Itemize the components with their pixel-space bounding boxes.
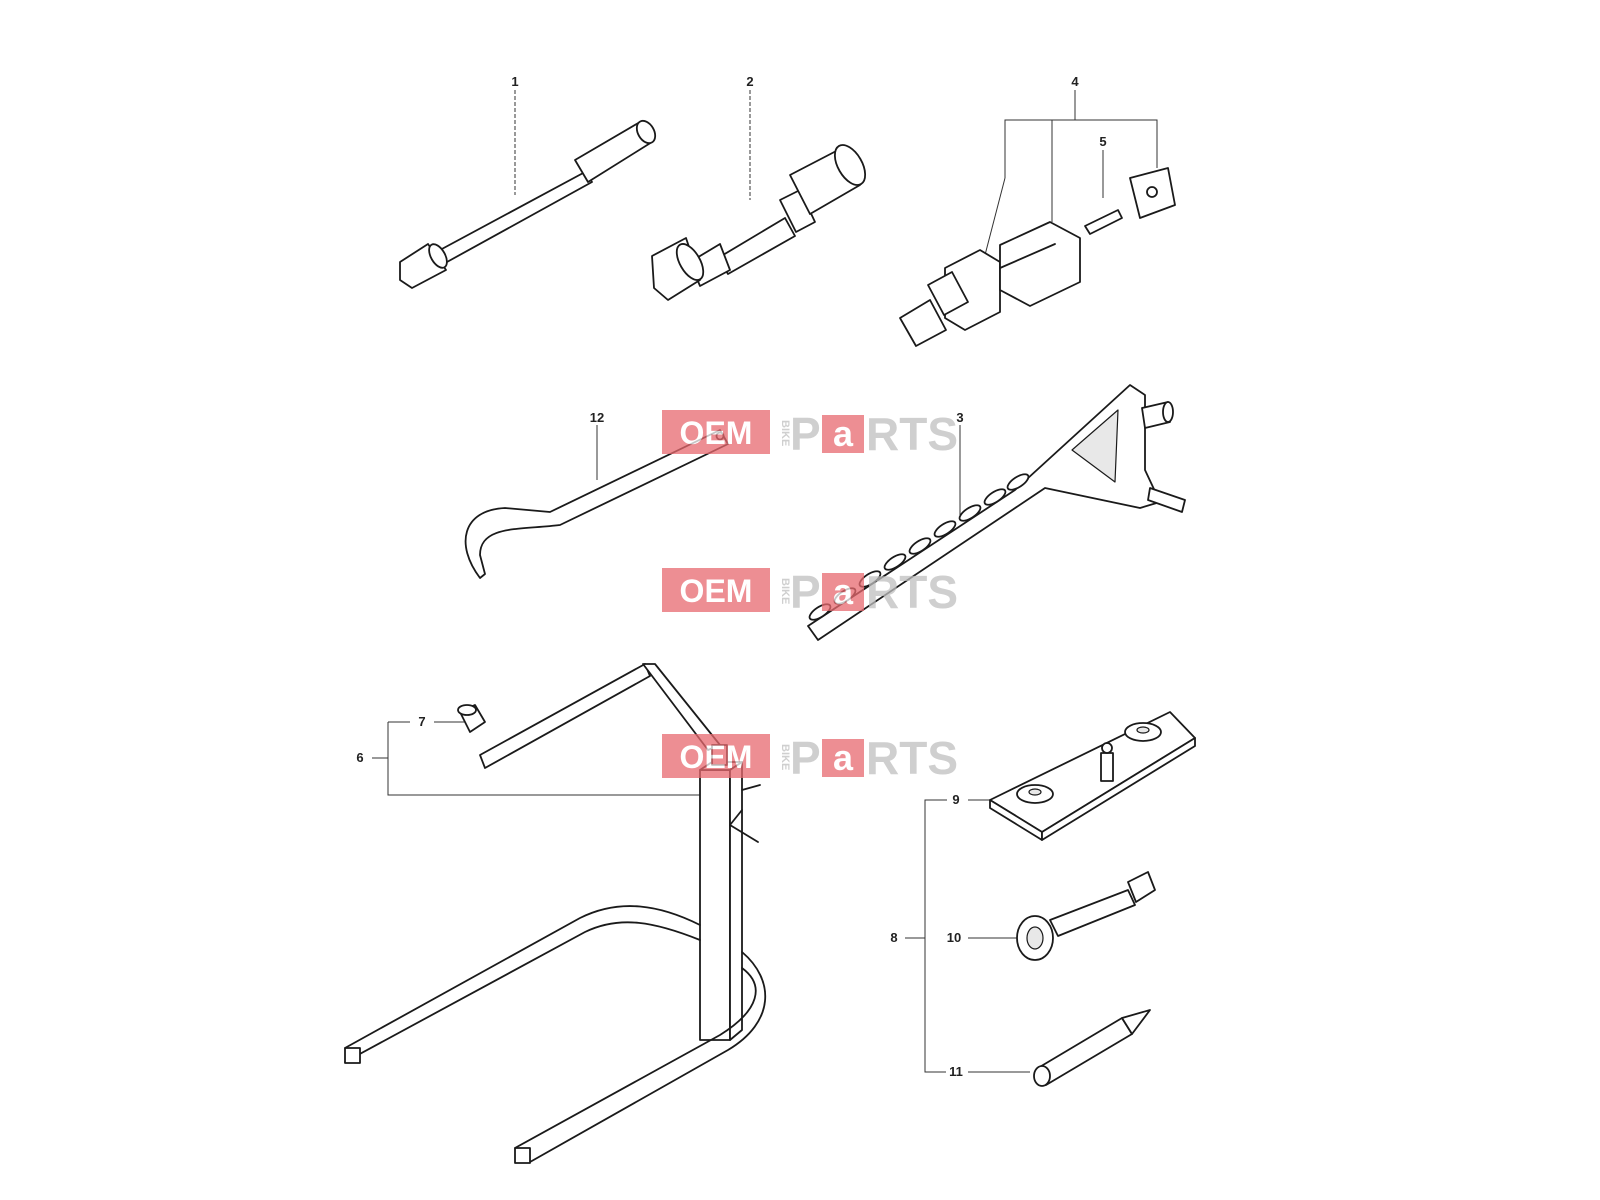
callout-12: 12: [590, 410, 604, 425]
watermark-1: OEM BIKE P a RTS: [662, 408, 958, 460]
callout-3: 3: [956, 410, 963, 425]
callout-6: 6: [356, 750, 363, 765]
watermark-a: a: [833, 571, 854, 612]
callout-2: 2: [746, 74, 753, 89]
watermark-rts: RTS: [866, 408, 958, 460]
watermark-2: OEM BIKE P a RTS: [662, 566, 958, 618]
watermark-bike: BIKE: [779, 744, 791, 770]
callout-9: 9: [952, 792, 959, 807]
watermark-p: P: [790, 732, 821, 784]
watermark-a: a: [833, 737, 854, 778]
callout-7: 7: [418, 714, 425, 729]
part-2-tool: [651, 90, 867, 301]
watermark-rts: RTS: [866, 566, 958, 618]
callout-11: 11: [949, 1064, 963, 1079]
callout-1: 1: [511, 74, 518, 89]
callout-5: 5: [1099, 134, 1106, 149]
callout-8: 8: [890, 930, 897, 945]
watermark-rts: RTS: [866, 732, 958, 784]
part-3-arm: [807, 384, 1186, 641]
watermark-oem: OEM: [680, 573, 753, 609]
part-4-5-assembly: [899, 90, 1176, 347]
part-8-11-set: [905, 711, 1196, 1087]
part-1-tool: [399, 90, 657, 289]
callout-4: 4: [1071, 74, 1079, 89]
watermark-oem: OEM: [680, 415, 753, 451]
watermark-a: a: [833, 413, 854, 454]
watermark-p: P: [790, 566, 821, 618]
watermark-oem: OEM: [680, 739, 753, 775]
watermark-bike: BIKE: [779, 420, 791, 446]
watermark-bike: BIKE: [779, 578, 791, 604]
callout-10: 10: [947, 930, 961, 945]
watermark-3: OEM BIKE P a RTS: [662, 732, 958, 784]
watermark-p: P: [790, 408, 821, 460]
